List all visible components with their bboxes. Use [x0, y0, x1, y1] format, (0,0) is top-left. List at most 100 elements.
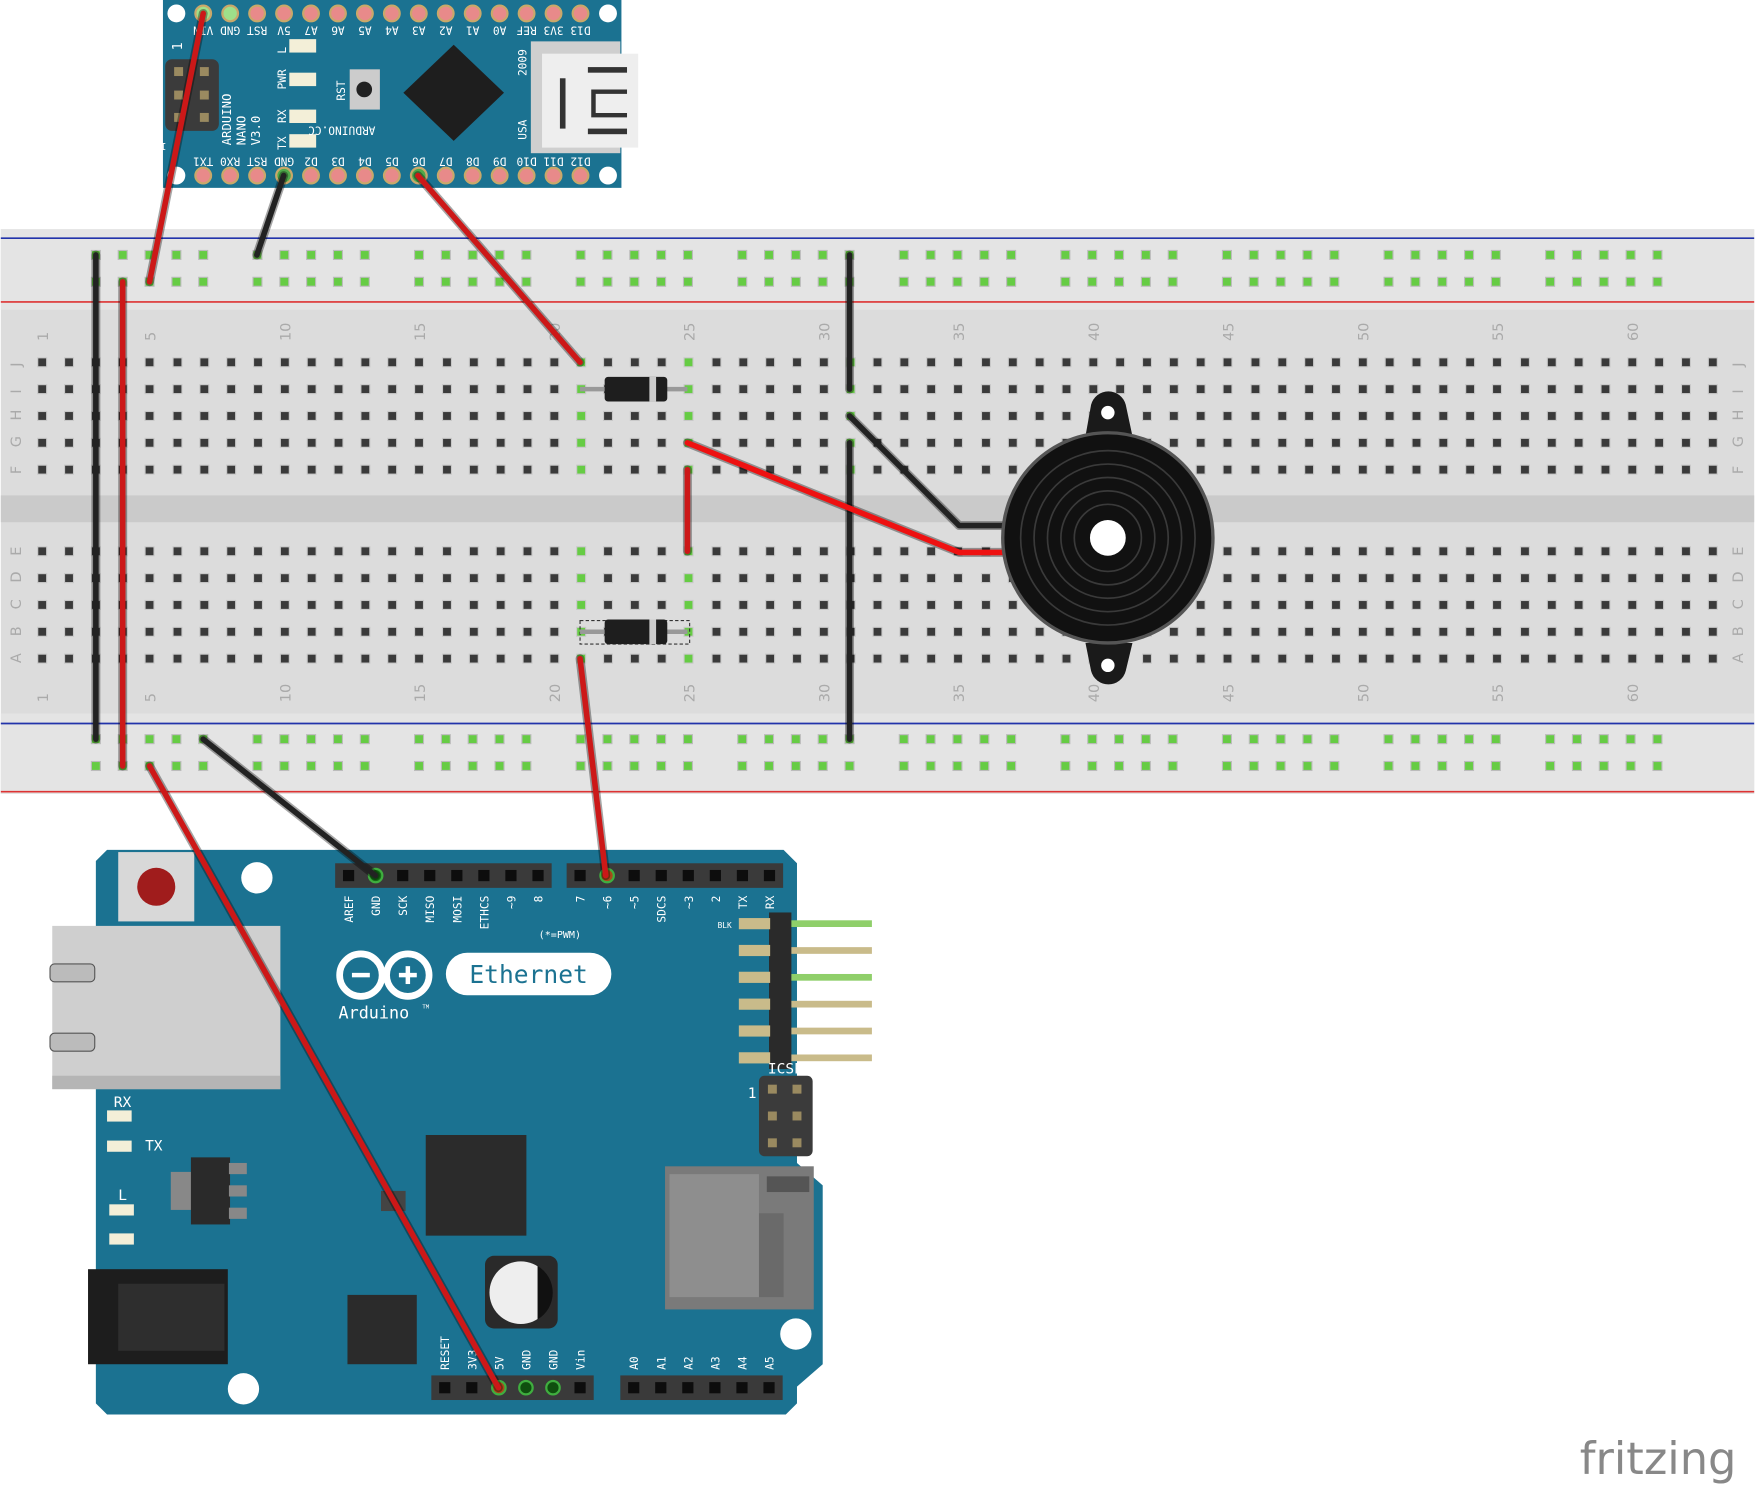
breadboard-hole[interactable]: [711, 653, 722, 664]
rail-hole[interactable]: [925, 276, 936, 287]
breadboard-hole[interactable]: [360, 599, 371, 610]
breadboard-hole[interactable]: [1680, 384, 1692, 395]
breadboard-hole[interactable]: [738, 357, 749, 368]
rail-hole[interactable]: [1652, 734, 1663, 745]
breadboard-hole[interactable]: [1707, 653, 1718, 664]
breadboard-hole[interactable]: [306, 546, 317, 557]
rail-hole[interactable]: [898, 734, 909, 745]
rail-hole[interactable]: [656, 760, 667, 772]
breadboard-hole[interactable]: [1277, 573, 1288, 584]
breadboard-hole[interactable]: [602, 437, 614, 448]
breadboard-hole[interactable]: [1707, 357, 1718, 368]
rail-hole[interactable]: [198, 249, 209, 260]
breadboard-hole[interactable]: [602, 599, 614, 610]
nano-pin-a5[interactable]: [355, 4, 374, 23]
nano-pin-a4[interactable]: [382, 4, 401, 23]
breadboard-hole[interactable]: [1654, 384, 1665, 395]
breadboard-hole[interactable]: [1519, 357, 1530, 368]
rail-hole[interactable]: [467, 760, 478, 772]
rail-hole[interactable]: [440, 760, 451, 772]
breadboard-hole[interactable]: [413, 437, 425, 448]
breadboard-hole[interactable]: [1250, 357, 1261, 368]
breadboard-hole[interactable]: [172, 626, 183, 637]
breadboard-hole[interactable]: [1222, 384, 1233, 395]
rail-hole[interactable]: [682, 760, 693, 772]
breadboard-hole[interactable]: [952, 384, 964, 395]
spi-pin[interactable]: [738, 1025, 771, 1037]
breadboard-hole[interactable]: [629, 464, 640, 475]
breadboard-hole[interactable]: [1654, 573, 1665, 584]
breadboard-hole[interactable]: [791, 653, 803, 664]
breadboard-hole[interactable]: [926, 626, 937, 637]
breadboard-hole[interactable]: [1330, 599, 1342, 610]
rail-hole[interactable]: [1087, 249, 1098, 260]
breadboard-hole[interactable]: [387, 573, 398, 584]
rail-hole[interactable]: [575, 734, 586, 745]
rail-hole[interactable]: [925, 734, 936, 745]
rail-hole[interactable]: [1625, 760, 1636, 772]
breadboard-hole[interactable]: [980, 437, 991, 448]
breadboard-hole[interactable]: [711, 626, 722, 637]
breadboard-hole[interactable]: [926, 599, 937, 610]
breadboard-hole[interactable]: [1546, 599, 1557, 610]
breadboard-hole[interactable]: [252, 410, 264, 422]
rail-hole[interactable]: [790, 760, 801, 772]
breadboard-hole[interactable]: [360, 384, 371, 395]
breadboard-hole[interactable]: [360, 653, 371, 664]
breadboard-hole[interactable]: [63, 653, 75, 664]
breadboard-hole[interactable]: [629, 546, 640, 557]
breadboard-hole[interactable]: [738, 437, 749, 448]
breadboard-hole[interactable]: [1088, 357, 1099, 368]
breadboard-hole[interactable]: [252, 626, 264, 637]
breadboard-hole[interactable]: [656, 653, 667, 664]
rail-hole[interactable]: [1060, 760, 1071, 772]
breadboard-hole[interactable]: [980, 384, 991, 395]
wire-diode-to-ethernet-d6[interactable]: [577, 655, 609, 879]
spi-pin[interactable]: [738, 971, 771, 983]
breadboard-hole[interactable]: [441, 464, 453, 475]
breadboard-hole[interactable]: [495, 599, 506, 610]
nano-pin-d5[interactable]: [382, 166, 401, 185]
breadboard-hole[interactable]: [226, 599, 237, 610]
header-pin-2[interactable]: [709, 869, 721, 882]
breadboard-hole[interactable]: [1465, 653, 1476, 664]
nano-pin-tx1[interactable]: [194, 166, 213, 185]
breadboard-hole[interactable]: [333, 464, 344, 475]
breadboard-hole[interactable]: [226, 546, 237, 557]
breadboard-hole[interactable]: [333, 573, 344, 584]
breadboard-hole[interactable]: [279, 546, 290, 557]
rail-hole[interactable]: [494, 249, 505, 260]
breadboard-hole[interactable]: [468, 464, 479, 475]
breadboard-hole[interactable]: [333, 357, 344, 368]
nano-pin-5v[interactable]: [275, 4, 294, 23]
rail-hole[interactable]: [764, 734, 775, 745]
breadboard-hole[interactable]: [172, 357, 183, 368]
breadboard-hole[interactable]: [1600, 573, 1611, 584]
breadboard-hole[interactable]: [226, 464, 237, 475]
breadboard-hole[interactable]: [1007, 410, 1018, 422]
breadboard-hole[interactable]: [791, 384, 803, 395]
rail-hole[interactable]: [1302, 760, 1313, 772]
breadboard-hole[interactable]: [522, 626, 533, 637]
breadboard-hole[interactable]: [199, 437, 210, 448]
breadboard-hole[interactable]: [522, 437, 533, 448]
rail-hole[interactable]: [1464, 734, 1475, 745]
breadboard-hole[interactable]: [1411, 384, 1422, 395]
breadboard-hole[interactable]: [63, 464, 75, 475]
spi-pin[interactable]: [738, 1052, 771, 1064]
breadboard-hole[interactable]: [1222, 464, 1233, 475]
rail-hole[interactable]: [359, 276, 370, 287]
breadboard-hole[interactable]: [306, 653, 317, 664]
breadboard-hole[interactable]: [1627, 437, 1638, 448]
breadboard-hole[interactable]: [791, 573, 803, 584]
breadboard-hole[interactable]: [387, 437, 398, 448]
rail-hole[interactable]: [1275, 734, 1286, 745]
rail-hole[interactable]: [817, 760, 828, 772]
breadboard-hole[interactable]: [1519, 599, 1530, 610]
breadboard-hole[interactable]: [549, 626, 560, 637]
rail-hole[interactable]: [1383, 760, 1394, 772]
nano-pin-d2[interactable]: [302, 166, 320, 185]
breadboard-hole[interactable]: [1222, 546, 1233, 557]
breadboard-hole[interactable]: [1519, 573, 1530, 584]
rail-hole[interactable]: [332, 760, 343, 772]
